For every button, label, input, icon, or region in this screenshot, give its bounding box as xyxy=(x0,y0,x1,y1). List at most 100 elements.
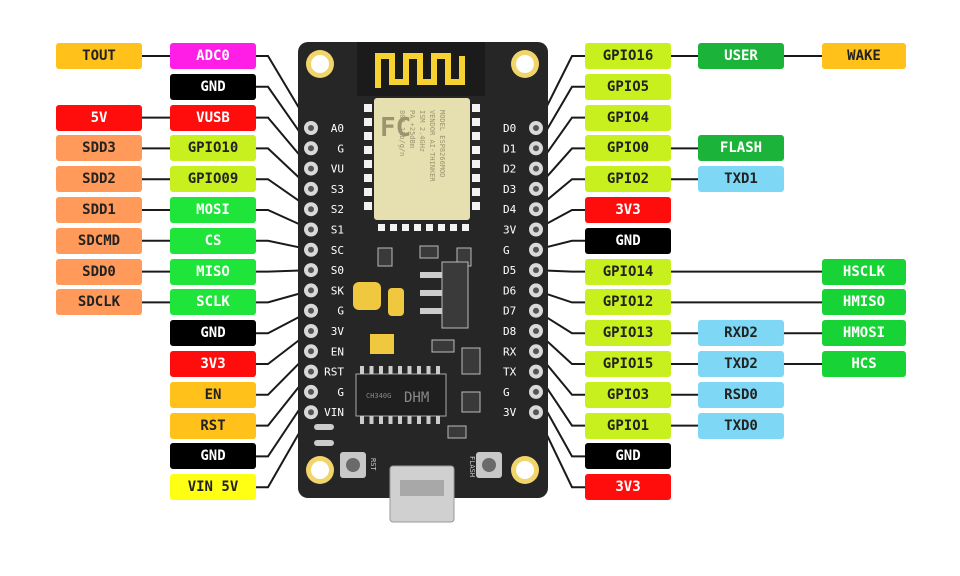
module-pad xyxy=(426,224,433,231)
pin-function-label: 3V3 xyxy=(170,351,256,377)
pin-function-label: GND xyxy=(170,73,256,100)
chip-lead xyxy=(426,416,431,424)
flash-button-label: FLASH xyxy=(468,456,476,477)
header-pin-hole xyxy=(533,246,539,253)
header-pin-hole xyxy=(533,409,539,416)
pin-function-label: MISO xyxy=(170,258,256,285)
left-pin-wire xyxy=(256,209,312,231)
right-pin-name: D6 xyxy=(503,284,516,297)
right-pin-name: D2 xyxy=(503,163,516,176)
chip-lead xyxy=(360,416,364,424)
right-pin-name: 3V xyxy=(503,406,517,419)
pin-function-label: 3V3 xyxy=(585,474,671,501)
header-pin-hole xyxy=(533,368,539,375)
left-pin-wire xyxy=(256,55,312,129)
rst-button-cap xyxy=(346,458,360,472)
module-text: ISM 2.4GHz xyxy=(418,110,426,152)
pin-function-label: MOSI xyxy=(170,197,256,223)
left-pin-name: S3 xyxy=(331,183,344,196)
chip-marking: DHM xyxy=(404,390,429,406)
chip-lead xyxy=(398,416,402,424)
module-text: PA +25dBm xyxy=(408,110,416,148)
pin-function-label: GPIO16 xyxy=(585,43,671,69)
header-pin-hole xyxy=(308,125,314,131)
left-pin-wire xyxy=(256,391,312,458)
module-pad xyxy=(472,104,480,112)
pin-function-label: FLASH xyxy=(698,135,784,162)
regulator-lead xyxy=(420,290,442,296)
right-pin-name: D0 xyxy=(503,122,516,135)
pin-function-label: TOUT xyxy=(56,43,142,69)
pin-function-label: GPIO0 xyxy=(585,135,671,162)
pin-function-label: GPIO14 xyxy=(585,258,671,285)
module-text: VENDOR AI-THINKER xyxy=(428,110,436,182)
chip-lead xyxy=(407,366,412,374)
module-text: 802.11b/g/n xyxy=(398,110,406,156)
right-pin-name: D5 xyxy=(503,264,516,277)
solder-jumper xyxy=(314,440,334,446)
module-pad xyxy=(364,188,372,196)
header-pin-hole xyxy=(308,185,314,192)
header-pin-hole xyxy=(533,307,539,314)
module-pad xyxy=(364,104,372,112)
left-pin-wire xyxy=(256,289,312,304)
pin-function-label: SDD1 xyxy=(56,197,142,223)
header-pin-hole xyxy=(308,307,314,314)
chip-lead xyxy=(388,366,393,374)
header-pin-hole xyxy=(533,145,539,152)
header-pin-hole xyxy=(533,206,539,213)
pin-function-label: TXD2 xyxy=(698,351,784,377)
header-pin-hole xyxy=(533,226,539,233)
capacitor xyxy=(353,282,381,310)
regulator-lead xyxy=(420,272,442,278)
module-pad xyxy=(364,174,372,182)
left-pin-name: 3V xyxy=(331,325,345,338)
pin-function-label: SCLK xyxy=(170,289,256,316)
pin-function-label: EN xyxy=(170,381,256,408)
left-pin-wire xyxy=(256,411,312,489)
header-pin-hole xyxy=(308,267,314,274)
chip-lead xyxy=(417,366,421,374)
capacitor xyxy=(370,334,394,354)
module-pad xyxy=(438,224,445,231)
chip-lead xyxy=(417,416,421,424)
esp-shield xyxy=(374,98,470,220)
module-pad xyxy=(402,224,409,231)
left-pin-name: RST xyxy=(324,366,344,379)
pin-function-label: CS xyxy=(170,227,256,254)
module-pad xyxy=(450,224,457,231)
pin-function-label: ADC0 xyxy=(170,43,256,69)
left-pin-name: VIN xyxy=(324,406,344,419)
right-pin-name: RX xyxy=(503,345,517,358)
right-pin-name: TX xyxy=(503,366,517,379)
module-pad xyxy=(364,118,372,126)
pin-function-label: GPIO12 xyxy=(585,289,671,316)
module-pad xyxy=(378,224,385,231)
pin-function-label: GPIO3 xyxy=(585,381,671,408)
left-pin-name: G xyxy=(337,386,344,399)
pin-function-label: TXD0 xyxy=(698,412,784,439)
right-pin-name: G xyxy=(503,386,510,399)
pin-function-label: GPIO15 xyxy=(585,351,671,377)
pin-function-label: RXD2 xyxy=(698,320,784,347)
pin-function-label: SDD0 xyxy=(56,258,142,285)
module-pad xyxy=(390,224,397,231)
regulator-lead xyxy=(420,308,442,314)
antenna-trace xyxy=(375,53,465,88)
pin-function-label: SDCMD xyxy=(56,227,142,254)
chip-lead xyxy=(398,366,402,374)
right-pin-name: 3V xyxy=(503,224,517,237)
header-pin-hole xyxy=(533,328,539,334)
left-pin-wire xyxy=(256,116,312,170)
module-pad xyxy=(472,146,480,154)
left-pin-wire xyxy=(256,269,312,273)
mounting-hole xyxy=(311,461,329,479)
pin-function-label: SDCLK xyxy=(56,289,142,316)
module-pad xyxy=(472,132,480,140)
chip-lead xyxy=(379,366,383,374)
left-pin-wire xyxy=(256,178,312,211)
header-pin-hole xyxy=(533,348,539,355)
pin-function-label: HMISO xyxy=(822,289,906,316)
